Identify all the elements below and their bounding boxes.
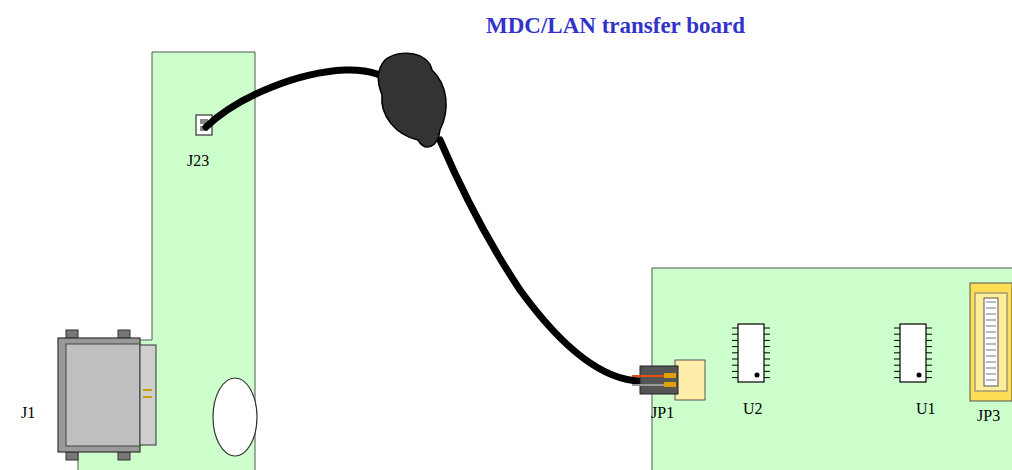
chip-pin <box>732 359 738 360</box>
chip-pin <box>764 346 770 347</box>
chip-pin <box>926 328 932 329</box>
chip-pin <box>926 371 932 372</box>
chip-pin <box>926 365 932 366</box>
cable <box>206 70 395 127</box>
connector-contact <box>986 326 996 327</box>
chip-pin <box>732 328 738 329</box>
part-label: J23 <box>187 152 209 170</box>
connector-contact <box>986 302 996 303</box>
chip-pin <box>894 340 900 341</box>
chip-pin <box>894 328 900 329</box>
chip-pin <box>926 334 932 335</box>
chip-pin <box>732 377 738 378</box>
chip-pin <box>764 352 770 353</box>
connector-contact <box>986 374 996 375</box>
chip-pin <box>732 352 738 353</box>
chip-pin <box>732 340 738 341</box>
connector-contact <box>986 338 996 339</box>
connector-contact <box>986 356 996 357</box>
chip-pin <box>764 328 770 329</box>
cable <box>440 140 640 381</box>
connector-contact <box>986 344 996 345</box>
connector-contact <box>986 350 996 351</box>
ic-chip <box>738 324 764 382</box>
part-label: U2 <box>743 400 763 418</box>
chip-pin <box>764 371 770 372</box>
chip-pin <box>926 352 932 353</box>
chip-pin <box>894 377 900 378</box>
chip-pin <box>732 371 738 372</box>
chip-pin <box>732 365 738 366</box>
chip-pin <box>926 377 932 378</box>
jp1-connector <box>632 360 705 400</box>
connector-contact <box>986 332 996 333</box>
chip-pin <box>732 346 738 347</box>
ferrite-core <box>378 53 446 147</box>
part-label: J1 <box>21 404 35 422</box>
diagram-title: MDC/LAN transfer board <box>486 13 745 38</box>
chip-pin <box>926 346 932 347</box>
chip-pin <box>764 334 770 335</box>
chip-pin <box>926 359 932 360</box>
chip-pin <box>894 359 900 360</box>
mounting-hole <box>213 378 257 456</box>
ic-chip <box>900 324 926 382</box>
chip-pin <box>764 377 770 378</box>
connector-contact <box>986 362 996 363</box>
part-label: JP3 <box>977 407 1000 425</box>
j1-connector <box>58 330 156 460</box>
chip-pin <box>764 359 770 360</box>
chip-pin <box>894 371 900 372</box>
chip-pin <box>732 334 738 335</box>
chip-pin <box>764 365 770 366</box>
chip-pin <box>926 340 932 341</box>
chip-pin <box>764 340 770 341</box>
connector-contact <box>986 380 996 381</box>
connector-contact <box>986 320 996 321</box>
connector-contact <box>986 368 996 369</box>
jp3-connector <box>970 283 1012 401</box>
chip-pin <box>894 365 900 366</box>
chip-pin <box>894 352 900 353</box>
chip-pin <box>894 346 900 347</box>
connector-contact <box>986 314 996 315</box>
connector-contact <box>986 308 996 309</box>
part-label: U1 <box>916 400 936 418</box>
circuit-board <box>652 268 1012 470</box>
part-label: JP1 <box>651 404 674 422</box>
chip-pin <box>894 334 900 335</box>
